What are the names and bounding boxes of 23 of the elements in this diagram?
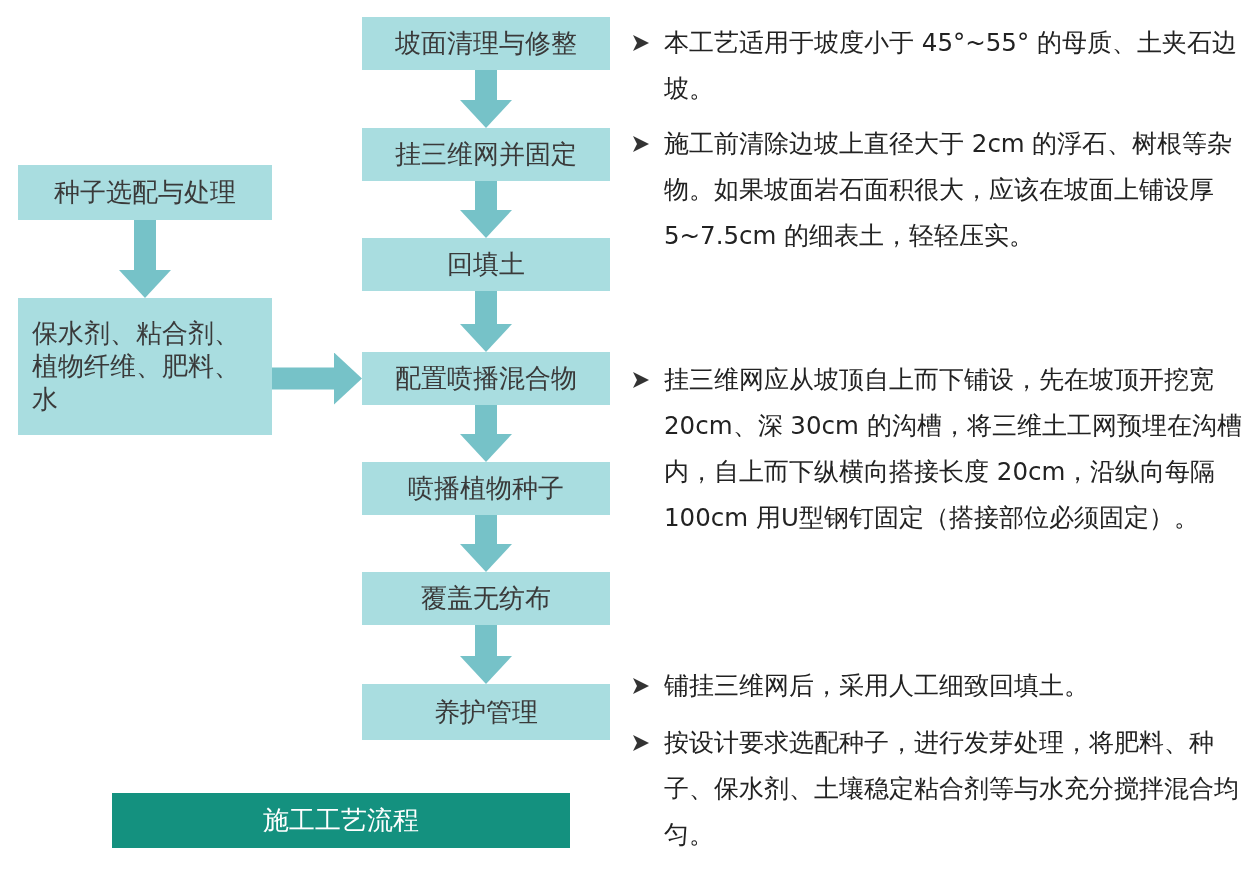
process-box: 覆盖无纺布 — [362, 572, 610, 625]
bullet-text: 按设计要求选配种子，进行发芽处理，将肥料、种子、保水剂、土壤稳定粘合剂等与水充分搅拌混合均匀。 — [664, 727, 1240, 851]
block-arrow — [460, 70, 512, 128]
process-box: 坡面清理与修整 — [362, 17, 610, 70]
material-box: 保水剂、粘合剂、植物纤维、肥料、水 — [18, 298, 272, 435]
process-box: 种子选配与处理 — [18, 165, 272, 220]
bullet-text: 本工艺适用于坡度小于 45°~55° 的母质、土夹石边坡。 — [664, 27, 1238, 105]
block-arrow — [460, 181, 512, 238]
block-arrow — [460, 625, 512, 684]
bullet-text: 铺挂三维网后，采用人工细致回填土。 — [664, 670, 1090, 702]
bullet-text: 施工前清除边坡上直径大于 2cm 的浮石、树根等杂物。如果坡面岩石面积很大，应该在坡面上铺设厚 5~7.5cm 的细表土，轻轻压实。 — [664, 128, 1234, 252]
process-box: 配置喷播混合物 — [362, 352, 610, 405]
block-arrow — [460, 515, 512, 572]
process-box: 养护管理 — [362, 684, 610, 740]
process-box: 喷播植物种子 — [362, 462, 610, 515]
process-box: 回填土 — [362, 238, 610, 291]
process-box: 挂三维网并固定 — [362, 128, 610, 181]
title-banner: 施工工艺流程 — [112, 793, 570, 848]
block-arrow — [119, 220, 171, 298]
bullet-text: 挂三维网应从坡顶自上而下铺设，先在坡顶开挖宽 20cm、深 30cm 的沟槽，将三维土工网预埋在沟槽内，自上而下纵横向搭接长度 20cm，沿纵向每隔 100cm 用U型钢钉固定（搭接部位必须固定）。 — [664, 364, 1243, 534]
block-arrow — [272, 352, 362, 405]
block-arrow — [460, 291, 512, 352]
block-arrow — [460, 405, 512, 462]
